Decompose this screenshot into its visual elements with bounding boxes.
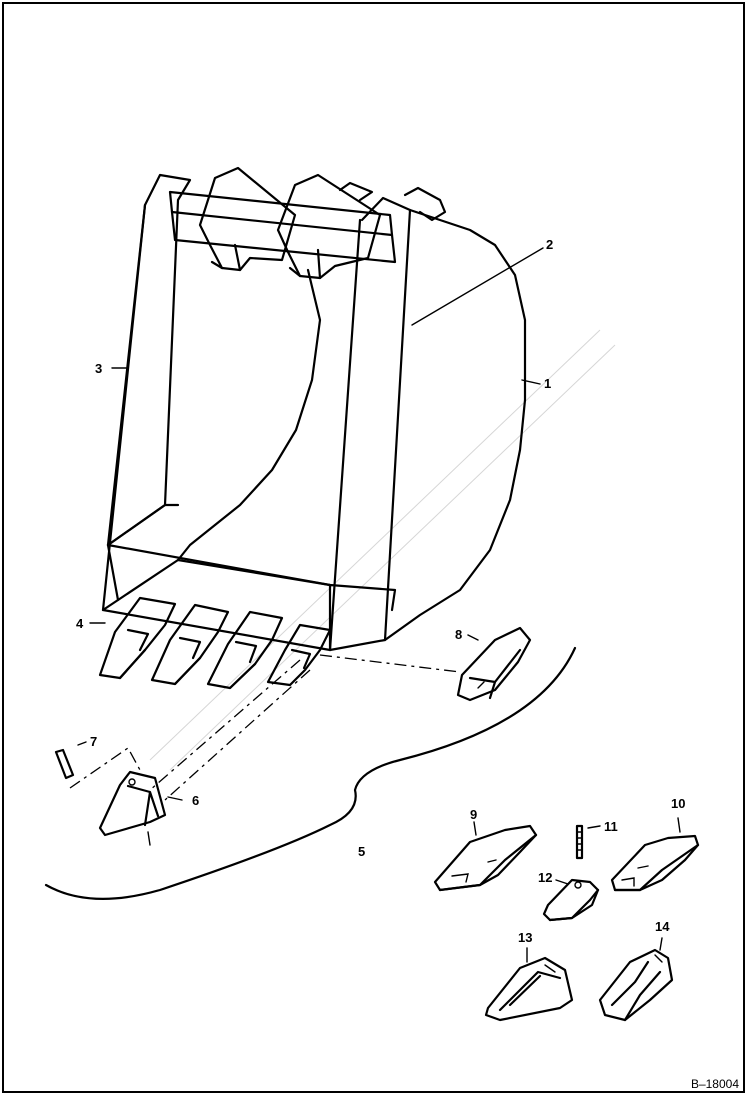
callout-1: 1 [544,376,552,391]
callout-5: 5 [358,844,366,859]
part-10-tooth [610,834,700,892]
callout-7: 7 [90,734,98,749]
watermark [149,329,616,771]
callout-13: 13 [518,930,533,945]
part-11-pin [575,824,584,860]
callout-11: 11 [604,819,618,834]
callout-4: 4 [76,616,84,631]
callout-9: 9 [470,807,478,822]
callout-2: 2 [546,237,554,252]
assembly-line [319,654,461,673]
callout-10: 10 [671,796,686,811]
callout-3: 3 [95,361,103,376]
callout-6: 6 [192,793,200,808]
bucket-teeth [98,596,332,690]
part-14-tooth [598,948,674,1022]
kit-brace [44,646,577,900]
right-side-plate [328,196,412,652]
part-7-pin [54,748,75,780]
part-9-tooth [433,824,538,892]
part-6-tooth [98,770,167,846]
callout-14: 14 [655,919,670,934]
callout-8: 8 [455,627,463,642]
leader-lines [77,247,681,963]
part-12-tooth [542,878,600,922]
mounting-bracket-right [276,173,382,280]
figure-id-label: B–18004 [690,1077,739,1091]
mounting-bracket-left [198,166,297,272]
part-13-tooth [484,956,574,1022]
part-8-tooth [456,626,532,702]
callout-12: 12 [538,870,553,885]
bucket-drawing [98,166,527,690]
assembly-line [149,659,301,791]
